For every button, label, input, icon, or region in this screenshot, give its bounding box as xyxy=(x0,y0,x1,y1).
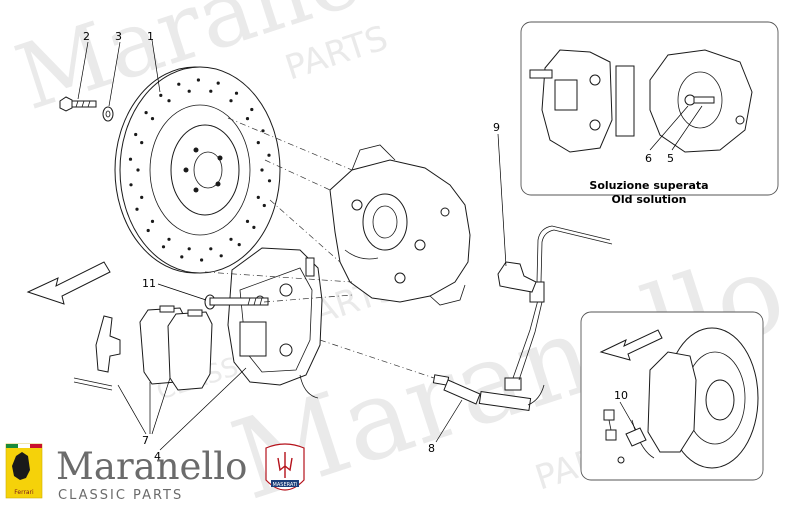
disc-drill-hole xyxy=(262,203,266,208)
inset-old-solution: 6 5 Soluzione superata Old solution xyxy=(520,21,779,206)
pad-spring-clips xyxy=(73,315,121,391)
prancing-horse-icon xyxy=(12,452,30,480)
disc-drill-hole xyxy=(129,183,133,187)
disc-drill-hole xyxy=(159,93,163,97)
callout-5: 5 xyxy=(667,152,674,165)
disc-drill-hole xyxy=(161,245,166,249)
callout-9: 9 xyxy=(493,121,500,134)
disc-drill-hole xyxy=(229,237,233,241)
disc-drill-hole xyxy=(167,99,171,103)
disc-drill-hole xyxy=(256,141,260,145)
washer xyxy=(102,106,114,122)
inset-sensor-detail: 10 xyxy=(580,311,764,481)
callout-3: 3 xyxy=(115,30,122,43)
disc-drill-hole xyxy=(256,195,260,199)
disc-drill-hole xyxy=(167,237,171,241)
callout-7: 7 xyxy=(142,434,149,447)
brand-subtitle: CLASSIC PARTS xyxy=(58,488,183,503)
disc-drill-hole xyxy=(146,228,150,233)
disc-drill-hole xyxy=(150,117,155,121)
disc-drill-hole xyxy=(260,168,264,172)
callout-11: 11 xyxy=(142,277,156,290)
disc-drill-hole xyxy=(267,153,271,157)
disc-drill-hole xyxy=(135,207,139,211)
disc-drill-hole xyxy=(140,195,144,199)
brand-logo: Ferrari Maranello CLASSIC PARTS MASERATI xyxy=(5,443,305,503)
disc-drill-hole xyxy=(209,89,213,93)
maserati-badge-text: MASERATI xyxy=(273,482,298,488)
callout-numbers: 2 3 1 11 9 8 7 4 xyxy=(83,30,500,463)
bolt xyxy=(59,96,97,112)
brand-name: Maranello xyxy=(56,445,247,488)
inset-caption-italian: Soluzione superata xyxy=(589,179,708,192)
callout-10: 10 xyxy=(614,389,628,402)
disc-drill-hole xyxy=(250,107,254,112)
disc-drill-hole xyxy=(245,117,250,121)
disc-drill-hole xyxy=(196,78,200,82)
disc-drill-hole xyxy=(229,99,233,103)
ferrari-badge-text: Ferrari xyxy=(14,489,34,496)
disc-drill-hole xyxy=(187,247,191,251)
disc-drill-hole xyxy=(237,243,241,247)
callout-4: 4 xyxy=(154,450,161,463)
disc-drill-hole xyxy=(216,81,220,85)
disc-drill-hole xyxy=(187,89,191,93)
callout-6: 6 xyxy=(645,152,652,165)
disc-drill-hole xyxy=(140,141,144,145)
disc-drill-hole xyxy=(219,254,223,258)
wheel-hub-upright xyxy=(329,144,471,306)
disc-drill-hole xyxy=(200,258,204,262)
inset-caption-english: Old solution xyxy=(612,193,687,206)
disc-drill-hole xyxy=(267,179,272,183)
brake-disc xyxy=(114,66,281,274)
disc-drill-hole xyxy=(150,219,155,223)
disc-drill-hole xyxy=(180,255,184,259)
hose-bracket xyxy=(497,261,537,293)
callout-1: 1 xyxy=(147,30,154,43)
callout-2: 2 xyxy=(83,30,90,43)
disc-drill-hole xyxy=(261,129,265,133)
disc-drill-hole xyxy=(136,168,140,172)
disc-drill-hole xyxy=(245,219,250,223)
disc-drill-hole xyxy=(209,247,213,251)
direction-arrow-icon xyxy=(26,261,111,305)
disc-drill-hole xyxy=(134,132,138,137)
assembly-lines xyxy=(204,117,435,379)
direction-arrow-small-icon xyxy=(599,329,663,361)
maserati-badge-icon: MASERATI xyxy=(265,443,305,491)
disc-drill-hole xyxy=(252,225,256,229)
leader-lines xyxy=(77,39,507,451)
brake-pads xyxy=(139,305,213,391)
callout-8: 8 xyxy=(428,442,435,455)
disc-drill-hole xyxy=(128,157,133,161)
disc-drill-hole xyxy=(234,91,239,95)
disc-drill-hole xyxy=(177,82,181,86)
brake-caliper xyxy=(227,247,323,399)
disc-drill-hole xyxy=(144,111,148,115)
